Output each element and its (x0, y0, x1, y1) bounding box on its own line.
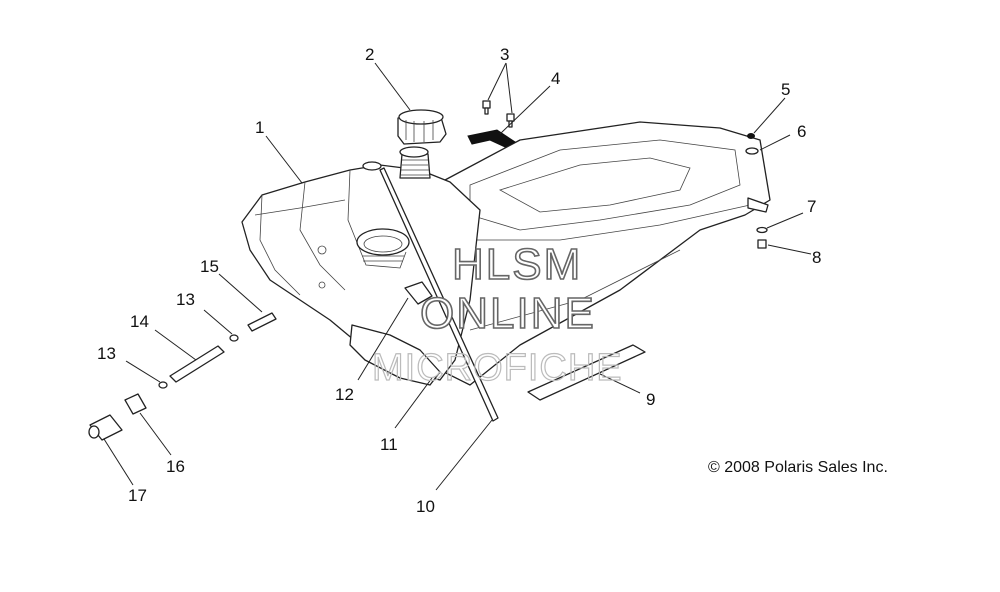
callout-12: 12 (335, 385, 354, 404)
callout-5: 5 (781, 80, 790, 99)
callout-2: 2 (365, 45, 374, 64)
fuel-valve (88, 414, 123, 441)
callout-8: 8 (812, 248, 821, 267)
filler-opening (356, 228, 410, 269)
tank-sump (349, 324, 441, 386)
spacer (247, 312, 277, 332)
vent-fitting (362, 161, 382, 171)
bolts (482, 100, 515, 128)
watermark-line-2: ONLINE (420, 289, 596, 338)
watermark-line-1: HLSM (452, 240, 582, 289)
bracket (467, 129, 516, 148)
callout-10: 10 (416, 497, 435, 516)
clamps (158, 334, 239, 389)
callout-11: 11 (380, 435, 398, 454)
rear-fasteners (745, 133, 769, 249)
callout-9: 9 (646, 390, 655, 409)
callout-14: 14 (130, 312, 149, 331)
copyright-notice: © 2008 Polaris Sales Inc. (708, 459, 888, 476)
vent-hose (379, 167, 499, 422)
watermark-line-3: MICROFICHE (372, 347, 623, 389)
callout-6: 6 (797, 122, 806, 141)
callout-13-upper: 13 (176, 290, 195, 309)
callout-17: 17 (128, 486, 147, 505)
leader-lines (103, 62, 812, 491)
fuel-fitting (404, 281, 433, 305)
callout-4: 4 (551, 69, 560, 88)
filler-neck (399, 146, 431, 179)
callout-7: 7 (807, 197, 816, 216)
callout-3: 3 (500, 45, 509, 64)
fuel-hose (169, 345, 225, 383)
fuel-tank (241, 164, 481, 381)
callout-16: 16 (166, 457, 185, 476)
pad-strip (527, 344, 646, 401)
fuel-cap (397, 109, 447, 145)
petcock (124, 393, 147, 415)
callout-13-lower: 13 (97, 344, 116, 363)
callout-1: 1 (255, 118, 264, 137)
callout-15: 15 (200, 257, 219, 276)
